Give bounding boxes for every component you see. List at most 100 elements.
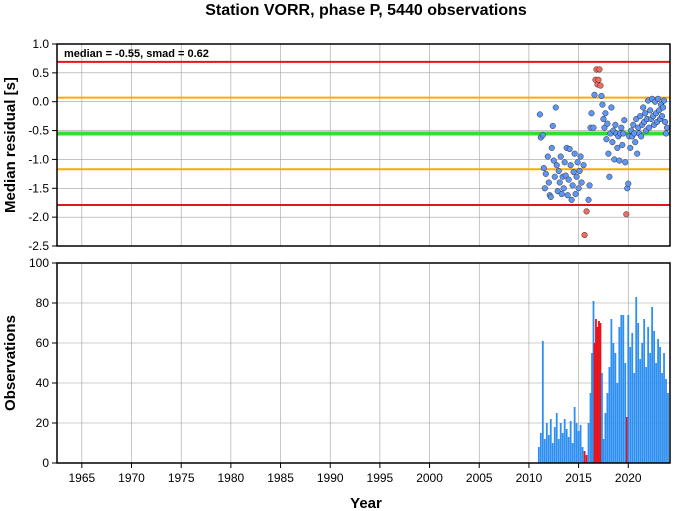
observation-bar [612, 343, 615, 463]
outlier-point [581, 231, 588, 239]
observation-bar [553, 427, 556, 463]
residual-point [646, 124, 653, 131]
residual-point [625, 180, 632, 187]
residual-point [637, 113, 644, 120]
residual-point [591, 91, 598, 98]
observation-bar [614, 353, 617, 463]
observation-bar [602, 439, 605, 463]
observation-bar [579, 425, 582, 463]
observation-bar [659, 347, 661, 463]
observation-bar [561, 433, 564, 463]
observation-bar [624, 363, 627, 463]
residual-point [553, 162, 560, 169]
residual-y-tick-label: 0.5 [32, 66, 49, 80]
x-tick-label: 2000 [416, 471, 443, 485]
observation-bar [539, 433, 542, 463]
residual-point [565, 176, 572, 183]
observation-bar [618, 327, 621, 463]
residual-point [557, 153, 564, 160]
x-tick-label: 1975 [168, 471, 195, 485]
residual-point [586, 182, 593, 189]
observation-bar [571, 443, 574, 463]
x-tick-label: 1995 [367, 471, 394, 485]
residual-point [618, 124, 625, 131]
residual-point [555, 167, 562, 175]
outlier-bar [625, 417, 628, 463]
residual-point [611, 156, 618, 163]
observation-bar [581, 447, 584, 463]
residual-point [606, 173, 613, 180]
residual-y-tick-label: -1.5 [28, 181, 49, 195]
residual-point [575, 185, 582, 192]
observation-bar [551, 443, 554, 463]
observation-bar [592, 301, 595, 463]
observations-y-tick-label: 80 [36, 296, 50, 310]
x-tick-label: 1990 [317, 471, 344, 485]
observation-bar [657, 339, 659, 463]
observation-bar [557, 439, 560, 463]
observation-bar [655, 363, 657, 463]
residual-point [642, 110, 649, 117]
observation-bar [651, 307, 654, 463]
residual-point [547, 193, 554, 200]
residual-point [550, 157, 557, 164]
residual-point [659, 113, 666, 120]
x-axis-title: Year [350, 495, 382, 511]
observation-bar [663, 353, 665, 463]
residual-point [572, 191, 579, 198]
observations-plot-frame [56, 262, 671, 464]
observation-bar [577, 431, 580, 463]
observations-y-tick-label: 40 [36, 376, 50, 390]
outlier-point [597, 82, 604, 89]
observation-bar [567, 437, 570, 463]
observations-bars [537, 297, 669, 463]
residual-point [655, 95, 662, 102]
residual-point [549, 122, 556, 130]
observations-y-tick-label: 20 [36, 416, 50, 430]
residual-annotation: median = -0.55, smad = 0.62 [64, 48, 209, 60]
x-tick-label: 2010 [516, 471, 543, 485]
outlier-bar [593, 343, 596, 463]
residual-point [568, 196, 575, 203]
residual-point [634, 150, 641, 157]
residual-point [659, 104, 667, 111]
observation-bar [639, 359, 642, 463]
outlier-point [583, 208, 590, 215]
observation-bar [569, 421, 572, 463]
observation-bar [543, 439, 546, 463]
residual-point [616, 157, 623, 164]
residual-point [539, 132, 546, 139]
observation-bar [667, 393, 669, 463]
residual-point [561, 159, 568, 166]
observations-y-tick-label: 100 [29, 256, 49, 270]
outlier-point [623, 211, 630, 218]
observation-bar [649, 353, 652, 463]
residual-point [590, 124, 597, 131]
observation-bar [541, 341, 544, 463]
residual-y-tick-label: 1.0 [32, 37, 49, 51]
outlier-bar [598, 321, 600, 463]
residual-y-tick-label: 0.0 [32, 95, 49, 109]
observation-bar [604, 413, 607, 463]
residual-point [551, 173, 558, 180]
x-tick-label: 2005 [466, 471, 493, 485]
residual-point [580, 162, 587, 169]
residual-point [560, 185, 567, 192]
residual-point [603, 136, 610, 143]
residual-point [536, 111, 543, 118]
outlier-bar [583, 451, 586, 463]
observation-bar [606, 393, 609, 463]
residual-point [660, 97, 668, 104]
residual-reference-lines [57, 60, 670, 207]
observation-bar [620, 315, 623, 463]
residual-plot-frame [56, 43, 671, 247]
residual-point [558, 191, 565, 198]
residual-point [638, 133, 645, 140]
residual-point [627, 144, 634, 151]
residual-point [609, 139, 616, 146]
observation-bar [661, 373, 663, 463]
observation-bar [633, 373, 636, 463]
residual-point [605, 150, 612, 157]
residual-point [573, 173, 580, 180]
